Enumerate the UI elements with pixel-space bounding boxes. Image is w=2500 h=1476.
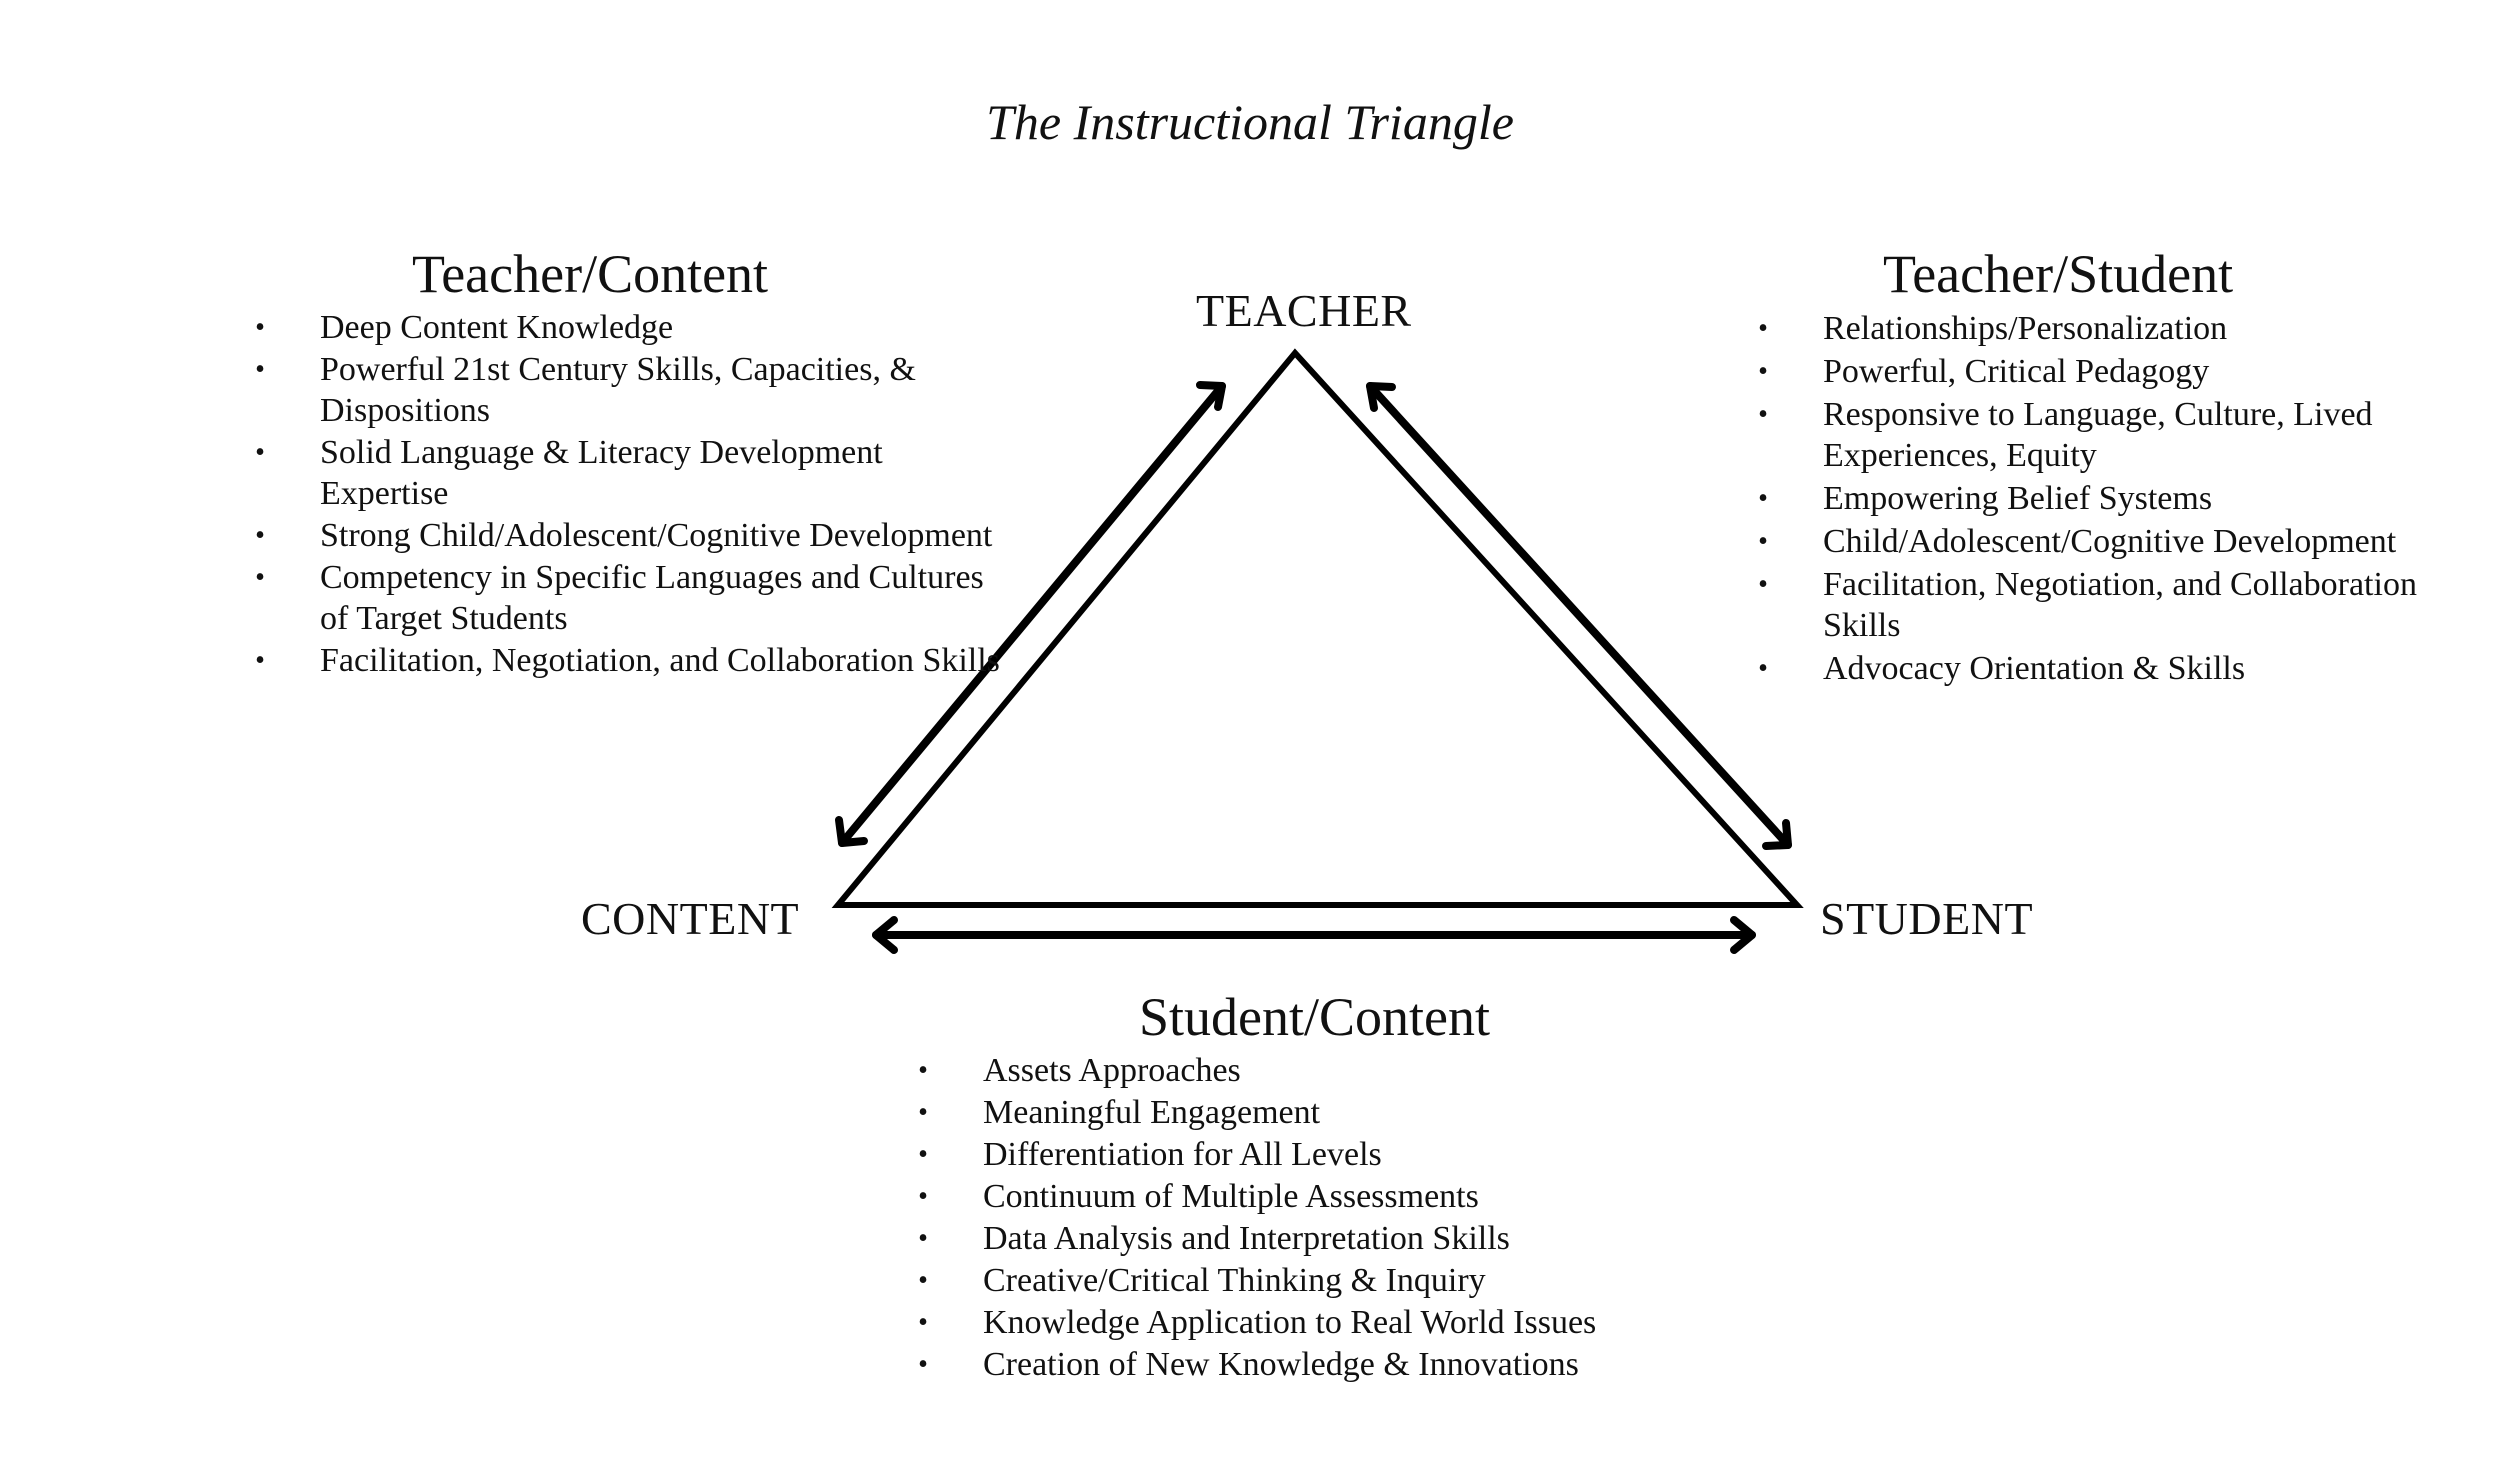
bullet-icon: •	[1758, 399, 1768, 430]
list-item: •Differentiation for All Levels	[913, 1134, 1763, 1175]
bullet-icon: •	[255, 312, 265, 343]
arrow-teacher-content	[835, 381, 1226, 847]
bullet-icon: •	[918, 1097, 928, 1128]
student-content-list: •Assets Approaches •Meaningful Engagemen…	[913, 1050, 1763, 1385]
list-item: •Powerful 21st Century Skills, Capacitie…	[250, 349, 1000, 431]
vertex-label-teacher: TEACHER	[1196, 285, 1412, 336]
list-item: •Strong Child/Adolescent/Cognitive Devel…	[250, 515, 1000, 556]
list-item: •Powerful, Critical Pedagogy	[1753, 351, 2453, 392]
bullet-icon: •	[255, 520, 265, 551]
teacher-student-heading: Teacher/Student	[1883, 244, 2234, 304]
teacher-content-heading: Teacher/Content	[412, 244, 769, 304]
bullet-icon: •	[255, 354, 265, 385]
list-item: •Child/Adolescent/Cognitive Development	[1753, 521, 2453, 562]
bullet-icon: •	[918, 1223, 928, 1254]
list-item: •Creative/Critical Thinking & Inquiry	[913, 1260, 1763, 1301]
list-item: •Advocacy Orientation & Skills	[1753, 648, 2453, 689]
arrow-content-student	[872, 916, 1756, 954]
bullet-icon: •	[918, 1349, 928, 1380]
bullet-icon: •	[255, 562, 265, 593]
list-item: •Continuum of Multiple Assessments	[913, 1176, 1763, 1217]
bullet-icon: •	[1758, 569, 1768, 600]
bullet-icon: •	[255, 645, 265, 676]
student-content-panel: Student/Content •Assets Approaches •Mean…	[913, 985, 1763, 1385]
bullet-icon: •	[1758, 356, 1768, 387]
bullet-icon: •	[1758, 313, 1768, 344]
list-item: •Empowering Belief Systems	[1753, 478, 2453, 519]
list-item: •Facilitation, Negotiation, and Collabor…	[1753, 564, 2453, 646]
list-item: •Competency in Specific Languages and Cu…	[250, 557, 1000, 639]
list-item: •Solid Language & Literacy Development E…	[250, 432, 1000, 514]
vertex-label-student: STUDENT	[1820, 893, 2034, 944]
bullet-icon: •	[918, 1181, 928, 1212]
bullet-icon: •	[1758, 526, 1768, 557]
bullet-icon: •	[1758, 653, 1768, 684]
list-item: •Facilitation, Negotiation, and Collabor…	[250, 640, 1000, 681]
diagram-title: The Instructional Triangle	[986, 94, 1514, 150]
list-item: •Data Analysis and Interpretation Skills	[913, 1218, 1763, 1259]
bullet-icon: •	[1758, 483, 1768, 514]
teacher-content-panel: Teacher/Content •Deep Content Knowledge …	[250, 242, 1000, 681]
list-item: •Responsive to Language, Culture, Lived …	[1753, 394, 2453, 476]
bullet-icon: •	[918, 1265, 928, 1296]
bullet-icon: •	[255, 437, 265, 468]
list-item: •Knowledge Application to Real World Iss…	[913, 1302, 1763, 1343]
bullet-icon: •	[918, 1139, 928, 1170]
teacher-content-list: •Deep Content Knowledge •Powerful 21st C…	[250, 307, 1000, 681]
student-content-heading: Student/Content	[1139, 987, 1490, 1047]
list-item: •Meaningful Engagement	[913, 1092, 1763, 1133]
list-item: •Deep Content Knowledge	[250, 307, 1000, 348]
bullet-icon: •	[918, 1055, 928, 1086]
list-item: •Assets Approaches	[913, 1050, 1763, 1091]
arrow-teacher-student	[1366, 382, 1792, 850]
teacher-student-panel: Teacher/Student •Relationships/Personali…	[1753, 242, 2453, 689]
teacher-student-list: •Relationships/Personalization •Powerful…	[1753, 308, 2453, 689]
bullet-icon: •	[918, 1307, 928, 1338]
list-item: •Relationships/Personalization	[1753, 308, 2453, 349]
triangle-shape	[831, 348, 1804, 908]
list-item: •Creation of New Knowledge & Innovations	[913, 1344, 1763, 1385]
vertex-label-content: CONTENT	[581, 893, 800, 944]
